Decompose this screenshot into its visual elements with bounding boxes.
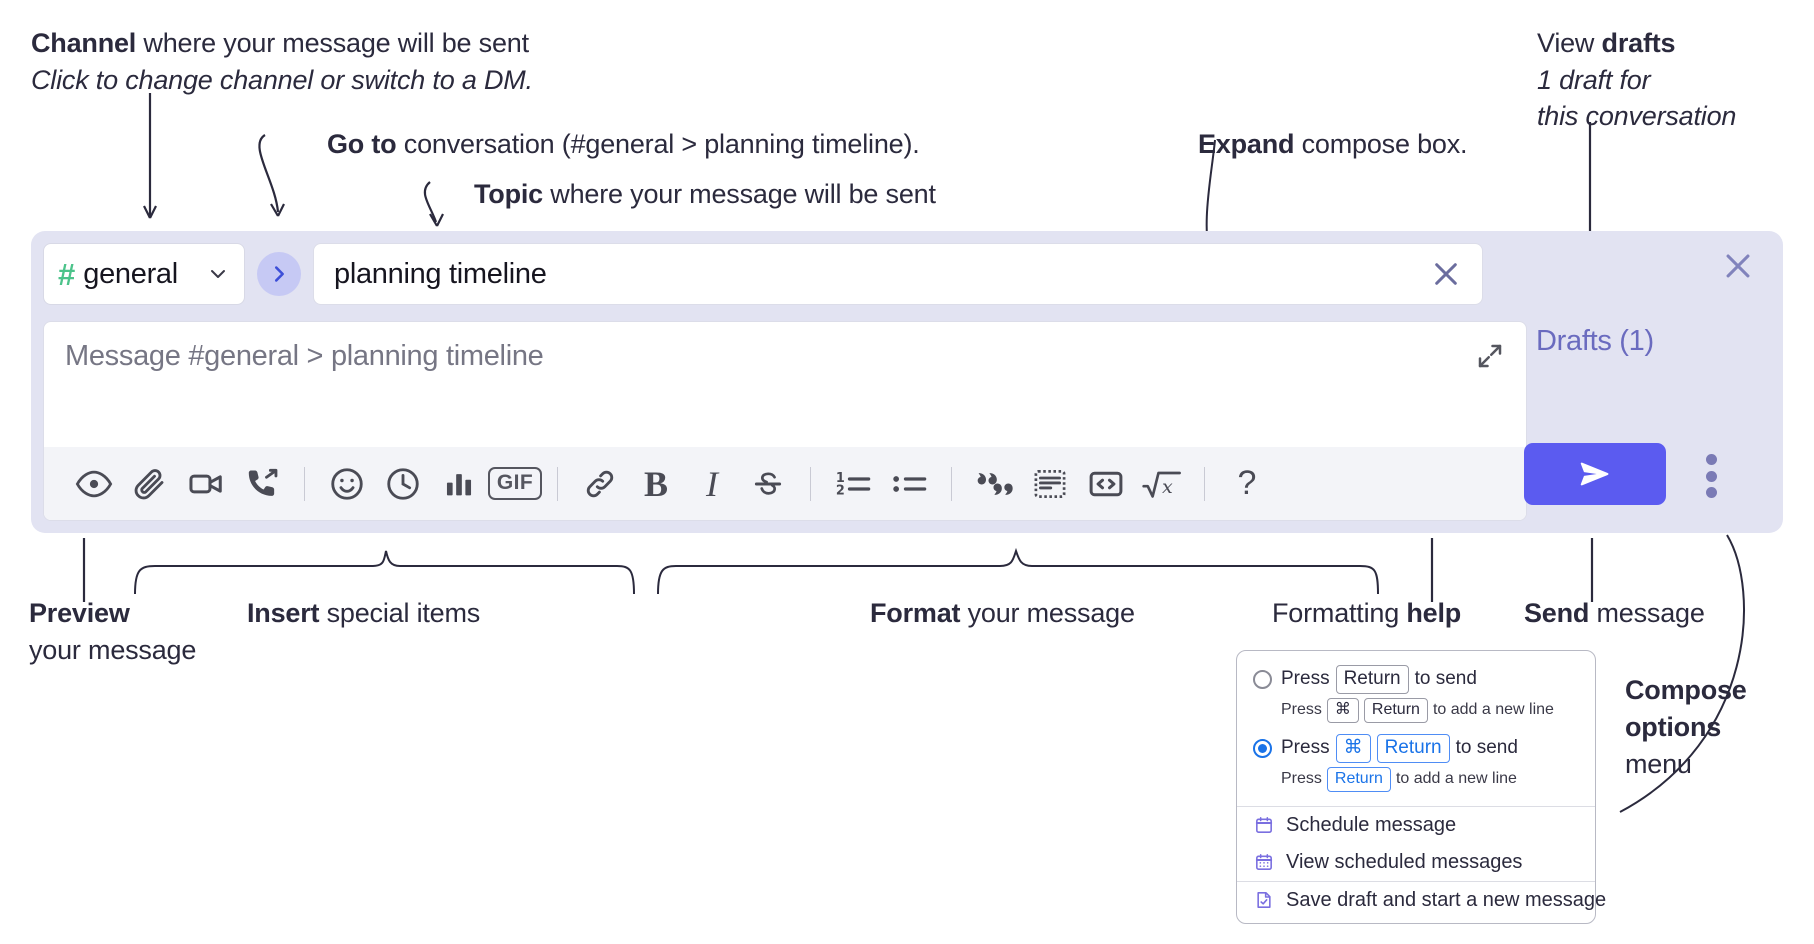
formatting-help-button[interactable]: ? xyxy=(1219,456,1275,512)
menu-item-label: View scheduled messages xyxy=(1286,850,1523,873)
menu-item-schedule-message[interactable]: Schedule message xyxy=(1237,807,1595,844)
gif-button[interactable]: GIF xyxy=(487,456,543,512)
kebab-dot xyxy=(1705,470,1717,482)
compose-inner: # general planning timeline xyxy=(43,243,1527,521)
toolbar-divider xyxy=(1204,466,1205,501)
menu-item-save-draft[interactable]: Save draft and start a new message xyxy=(1237,882,1606,923)
send-option-cmd-return[interactable]: Press ⌘ Return to send xyxy=(1253,733,1579,763)
drafts-link[interactable]: Drafts (1) xyxy=(1536,325,1654,357)
calendar-grid-icon xyxy=(1253,851,1275,873)
annotation-preview: Preview xyxy=(29,598,130,628)
send-option-cmd-return-sub: Press Return to add a new line xyxy=(1281,766,1579,792)
menu-item-label: Schedule message xyxy=(1286,813,1457,836)
video-camera-button[interactable] xyxy=(178,456,234,512)
annotation-insert: Insert special items xyxy=(247,598,481,628)
send-shortcut-options: Press Return to send Press ⌘ Return to a… xyxy=(1237,651,1595,806)
toolbar-divider xyxy=(304,466,305,501)
send-option-return-label: Press Return to send xyxy=(1281,665,1477,694)
code-block-button[interactable] xyxy=(1022,456,1078,512)
bar-chart-button[interactable] xyxy=(431,456,487,512)
bold-button[interactable]: B xyxy=(628,456,684,512)
gif-label: GIF xyxy=(487,467,543,500)
annotation-send: Send message xyxy=(1524,598,1705,628)
chevron-down-icon xyxy=(206,262,230,286)
hash-icon: # xyxy=(58,256,76,292)
link-button[interactable] xyxy=(572,456,628,512)
send-option-cmd-return-label: Press ⌘ Return to send xyxy=(1281,733,1518,763)
blockquote-button[interactable] xyxy=(966,456,1022,512)
compose-panel: # general planning timeline xyxy=(31,231,1783,533)
compose-options-button[interactable] xyxy=(1703,454,1719,498)
message-input[interactable]: Message #general > planning timeline xyxy=(65,340,544,372)
send-option-return-sub: Press ⌘ Return to add a new line xyxy=(1281,697,1579,723)
svg-text:1: 1 xyxy=(836,470,845,485)
annotation-drafts: View drafts xyxy=(1537,28,1676,58)
bulleted-list-button[interactable] xyxy=(881,456,937,512)
annotation-format: Format your message xyxy=(870,598,1135,628)
annotation-help: Formatting help xyxy=(1272,598,1462,628)
annotation-drafts-sub2: this conversation xyxy=(1537,101,1737,131)
channel-name: general xyxy=(83,257,178,290)
annotation-compose-options-2: options xyxy=(1625,712,1722,742)
topic-input[interactable]: planning timeline xyxy=(313,243,1483,305)
close-icon[interactable] xyxy=(1426,254,1466,294)
send-option-return[interactable]: Press Return to send xyxy=(1253,665,1579,694)
menu-item-view-scheduled[interactable]: View scheduled messages xyxy=(1237,844,1595,881)
radio-return[interactable] xyxy=(1253,669,1272,689)
key-cmd: ⌘ xyxy=(1335,733,1371,763)
latex-button[interactable]: x xyxy=(1134,456,1190,512)
annotation-channel: Channel where your message will be sent xyxy=(31,28,529,58)
toolbar-divider xyxy=(951,466,952,501)
kebab-dot xyxy=(1705,454,1717,465)
goto-conversation-button[interactable] xyxy=(257,252,301,296)
radio-cmd-return[interactable] xyxy=(1253,738,1272,758)
calendar-icon xyxy=(1253,814,1275,836)
annotation-expand: Expand compose box. xyxy=(1198,129,1468,159)
compose-header-row: # general planning timeline xyxy=(43,243,1483,305)
key-return: Return xyxy=(1335,665,1409,694)
send-button[interactable] xyxy=(1524,443,1666,505)
clock-button[interactable] xyxy=(375,456,431,512)
expand-icon[interactable] xyxy=(1472,338,1508,374)
annotation-channel-sub: Click to change channel or switch to a D… xyxy=(31,65,533,95)
italic-label: I xyxy=(706,463,718,504)
close-panel-button[interactable] xyxy=(1721,249,1755,283)
bold-label: B xyxy=(643,463,668,504)
annotation-preview-sub: your message xyxy=(29,635,197,665)
annotation-drafts-sub1: 1 draft for xyxy=(1537,65,1651,95)
topic-value: planning timeline xyxy=(334,257,547,290)
message-box: Message #general > planning timeline xyxy=(43,321,1527,521)
kebab-dot xyxy=(1705,487,1717,498)
strikethrough-button[interactable] xyxy=(740,456,796,512)
annotation-compose-options-3: menu xyxy=(1625,749,1692,779)
preview-button[interactable] xyxy=(66,456,122,512)
key-cmd: ⌘ xyxy=(1326,697,1359,723)
annotation-compose-options-1: Compose xyxy=(1625,675,1747,705)
file-check-icon xyxy=(1253,889,1275,911)
channel-selector[interactable]: # general xyxy=(43,243,245,305)
menu-divider xyxy=(1237,880,1595,882)
send-icon xyxy=(1580,462,1609,486)
key-return: Return xyxy=(1376,733,1450,763)
formatting-toolbar: GIF B xyxy=(44,447,1526,520)
toolbar-divider xyxy=(557,466,558,501)
compose-options-menu: Press Return to send Press ⌘ Return to a… xyxy=(1236,650,1606,924)
key-return: Return xyxy=(1326,766,1391,792)
menu-divider xyxy=(1237,805,1595,807)
key-return: Return xyxy=(1363,697,1428,723)
toolbar-divider xyxy=(810,466,811,501)
attachment-button[interactable] xyxy=(122,456,178,512)
annotation-goto: Go to conversation (#general > planning … xyxy=(327,129,920,159)
code-brackets-button[interactable] xyxy=(1078,456,1134,512)
emoji-button[interactable] xyxy=(319,456,375,512)
menu-item-label: Save draft and start a new message xyxy=(1286,888,1607,911)
annotation-topic: Topic where your message will be sent xyxy=(474,179,936,209)
ordered-list-button[interactable]: 1 2 xyxy=(825,456,881,512)
svg-text:x: x xyxy=(1162,475,1173,497)
phone-forward-button[interactable] xyxy=(234,456,290,512)
svg-text:2: 2 xyxy=(836,483,845,498)
italic-button[interactable]: I xyxy=(684,456,740,512)
question-mark-icon: ? xyxy=(1237,464,1257,502)
